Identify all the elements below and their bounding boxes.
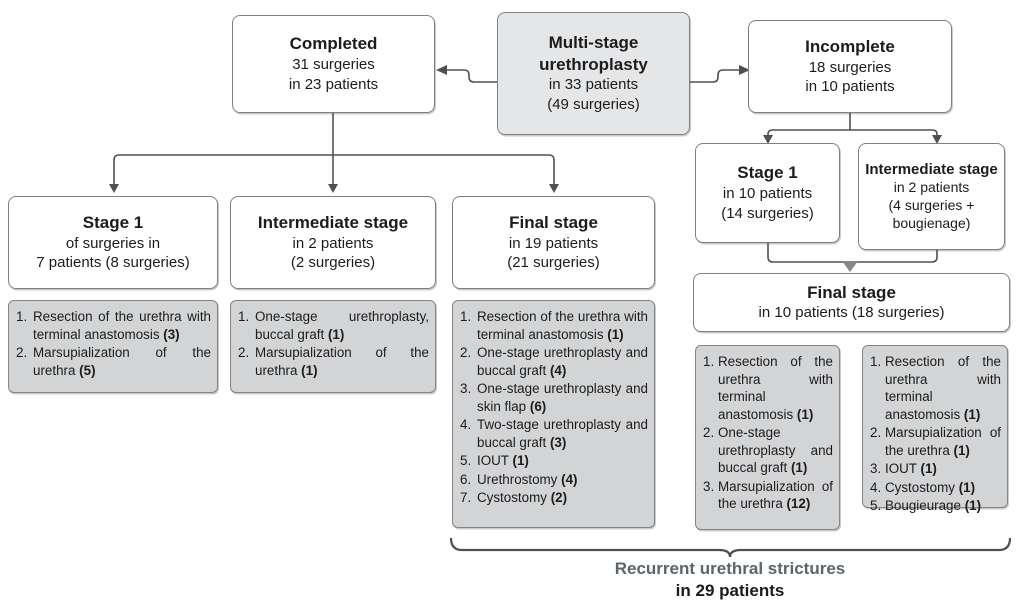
arrow-completed-intermediate: [333, 154, 555, 186]
list-item: 6. Urethrostomy (4): [460, 471, 578, 487]
node-line: in 2 patients: [292, 234, 374, 252]
node-final-completed: Final stage in 19 patients (21 surgeries…: [452, 196, 655, 289]
arrowhead-down-1: [328, 184, 338, 193]
node-line: (21 surgeries): [507, 254, 600, 272]
list-item: 2. One-stage urethroplasty and buccal gr…: [703, 425, 833, 476]
node-title: Intermediate stage: [865, 161, 998, 179]
list-item: 2. Marsupialization of the urethra (1): [238, 345, 429, 378]
list-item: 5. Bougieurage (1): [870, 498, 982, 514]
node-stage1-incomplete: Stage 1 in 10 patients (14 surgeries): [695, 143, 840, 243]
list-incomplete-final-b: 1. Resection of the urethra with termina…: [862, 345, 1008, 513]
list-item: 1. Resection of the urethra with termina…: [703, 354, 833, 422]
list-item: 3. IOUT (1): [870, 461, 937, 477]
arrowhead-final-gray: [842, 261, 858, 272]
node-title: Incomplete: [805, 36, 895, 56]
list-item: 5. IOUT (1): [460, 453, 529, 469]
list-item: 2. One-stage urethroplasty and buccal gr…: [460, 345, 648, 378]
list-item: 1. One-stage urethroplasty, buccal graft…: [238, 309, 429, 342]
merge-left: [767, 243, 849, 263]
recurrence-caption-line2: in 29 patients: [675, 581, 785, 601]
recurrence-caption-line1: Recurrent urethral strictures: [614, 559, 846, 578]
node-line: (2 surgeries): [290, 254, 376, 272]
arrow-incomplete-intermediate: [850, 129, 938, 137]
arrow-to-completed: [446, 69, 497, 83]
list-item: 2. Marsupialization of the urethra (5): [16, 345, 211, 378]
recurrence-caption: Recurrent urethral strictures in 29 pati…: [440, 558, 1020, 602]
node-line: in 10 patients (18 surgeries): [758, 304, 945, 322]
node-line: in 10 patients: [805, 78, 895, 96]
node-line: in 2 patients: [893, 179, 970, 196]
list-incomplete-final-a: 1. Resection of the urethra with termina…: [695, 345, 840, 530]
node-incomplete: Incomplete 18 surgeries in 10 patients: [748, 20, 952, 113]
node-intermediate-completed: Intermediate stage in 2 patients (2 surg…: [230, 196, 436, 289]
node-line: (49 surgeries): [547, 96, 640, 114]
arrowhead-down-2: [109, 184, 119, 193]
list-item: 3. One-stage urethroplasty and skin flap…: [460, 381, 648, 414]
node-title: Completed: [289, 34, 378, 54]
node-line: (14 surgeries): [721, 204, 814, 222]
node-title: Stage 1: [737, 163, 798, 183]
node-line: of surgeries in: [65, 234, 161, 252]
node-line: 7 patients (8 surgeries): [36, 254, 190, 272]
node-stage1-completed: Stage 1 of surgeries in 7 patients (8 su…: [8, 196, 218, 289]
node-completed: Completed 31 surgeries in 23 patients: [232, 15, 435, 113]
arrowhead-down-3: [549, 184, 559, 193]
node-title: Intermediate stage: [257, 212, 409, 232]
node-line: 31 surgeries: [292, 56, 375, 74]
node-line: in 19 patients: [508, 234, 599, 252]
node-title: Final stage: [509, 212, 598, 232]
node-line: in 10 patients: [722, 185, 813, 203]
node-line: in 23 patients: [288, 75, 379, 93]
list-item: 4. Cystostomy (1): [870, 479, 976, 495]
node-intermediate-incomplete: Intermediate stage in 2 patients (4 surg…: [858, 143, 1005, 250]
arrowhead-left: [436, 65, 447, 75]
list-item: 7. Cystostomy (2): [460, 490, 568, 506]
node-line: in 33 patients: [548, 76, 639, 94]
node-final-incomplete: Final stage in 10 patients (18 surgeries…: [693, 273, 1010, 332]
list-completed-intermediate: 1. One-stage urethroplasty, buccal graft…: [230, 300, 436, 393]
node-title: Stage 1: [82, 212, 144, 232]
list-item: 3. Marsupialization of the urethra (12): [703, 478, 833, 512]
list-item: 1. Resection of the urethra with termina…: [16, 309, 211, 342]
node-title: Multi-stage urethroplasty: [539, 32, 648, 74]
list-item: 1. Resection of the urethra with termina…: [870, 354, 1001, 422]
list-item: 2. Marsupialization of the urethra (1): [870, 425, 1001, 458]
node-title: Final stage: [807, 282, 896, 302]
list-completed-final: 1. Resection of the urethra with termina…: [452, 300, 655, 528]
merge-right: [851, 250, 938, 263]
list-completed-stage1: 1. Resection of the urethra with termina…: [8, 300, 218, 393]
list-item: 1. Resection of the urethra with termina…: [460, 309, 648, 342]
arrow-to-incomplete: [690, 69, 739, 83]
node-multistage-urethroplasty: Multi-stage urethroplasty in 33 patients…: [497, 12, 690, 135]
arrow-incomplete-stage1: [767, 129, 850, 137]
node-line: 18 surgeries: [808, 58, 892, 76]
list-item: 4. Two-stage urethroplasty and buccal gr…: [460, 417, 648, 450]
arrow-completed-stage1: [113, 154, 333, 186]
node-line: (4 surgeries + bougienage): [888, 197, 975, 232]
recurrence-brace: [449, 537, 1012, 558]
